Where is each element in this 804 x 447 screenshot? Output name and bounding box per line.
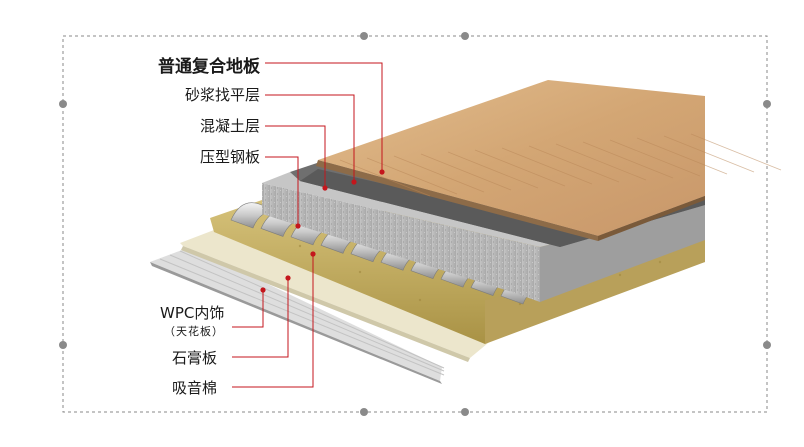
frame-handle[interactable]	[763, 100, 771, 108]
frame-handle[interactable]	[59, 341, 67, 349]
wood-grain-line	[447, 151, 539, 189]
leader-concrete-anchor	[322, 185, 328, 191]
label-laminate-floor: 普通复合地板	[158, 57, 260, 77]
wood-grain-line	[393, 155, 485, 193]
wood-grain-line	[663, 135, 755, 173]
wood-grain-line	[474, 149, 566, 187]
leader-steel-deck-anchor	[295, 223, 301, 229]
frame-handle[interactable]	[360, 408, 368, 416]
leader-wool	[232, 254, 314, 388]
label-gypsum-board: 石膏板	[172, 349, 218, 367]
frame-handle[interactable]	[763, 341, 771, 349]
wpc-ceiling-layer	[150, 247, 445, 384]
label-wpc-ceiling: WPC内饰	[160, 304, 225, 322]
wood-grain-line	[528, 145, 620, 183]
leader-gypsum	[232, 278, 289, 358]
frame-handle[interactable]	[461, 408, 469, 416]
leader-laminate-anchor	[379, 169, 385, 175]
leader-wpc-anchor	[260, 287, 266, 293]
wood-grain-line	[420, 153, 512, 191]
wood-grain-line	[339, 159, 431, 197]
leader-mortar	[265, 94, 355, 182]
frame-handle[interactable]	[59, 100, 67, 108]
wood-grain-line	[636, 137, 728, 175]
leader-mortar-anchor	[351, 179, 357, 185]
wood-grain-line	[501, 147, 593, 185]
frame-handle[interactable]	[461, 32, 469, 40]
frame-handle[interactable]	[360, 32, 368, 40]
label-steel-deck: 压型钢板	[199, 148, 260, 166]
label-concrete: 混凝土层	[199, 117, 260, 135]
leader-concrete	[265, 125, 326, 188]
wood-grain-line	[582, 141, 674, 179]
wood-grain-line	[690, 133, 782, 171]
leader-wool-anchor	[310, 251, 316, 257]
label-mortar-leveling: 砂浆找平层	[184, 86, 260, 104]
label-acoustic-wool: 吸音棉	[172, 379, 218, 397]
leader-gypsum-anchor	[285, 275, 291, 281]
leader-steel-deck	[265, 156, 299, 226]
leader-wpc	[232, 290, 264, 328]
leader-laminate	[265, 62, 383, 172]
wood-grain-line	[609, 139, 701, 177]
label-wpc-ceiling-sub: （天花板）	[164, 325, 224, 338]
selection-frame	[59, 32, 771, 416]
laminate-floor-layer	[316, 80, 782, 241]
wood-grain-line	[555, 143, 647, 181]
leader-lines	[232, 62, 385, 388]
